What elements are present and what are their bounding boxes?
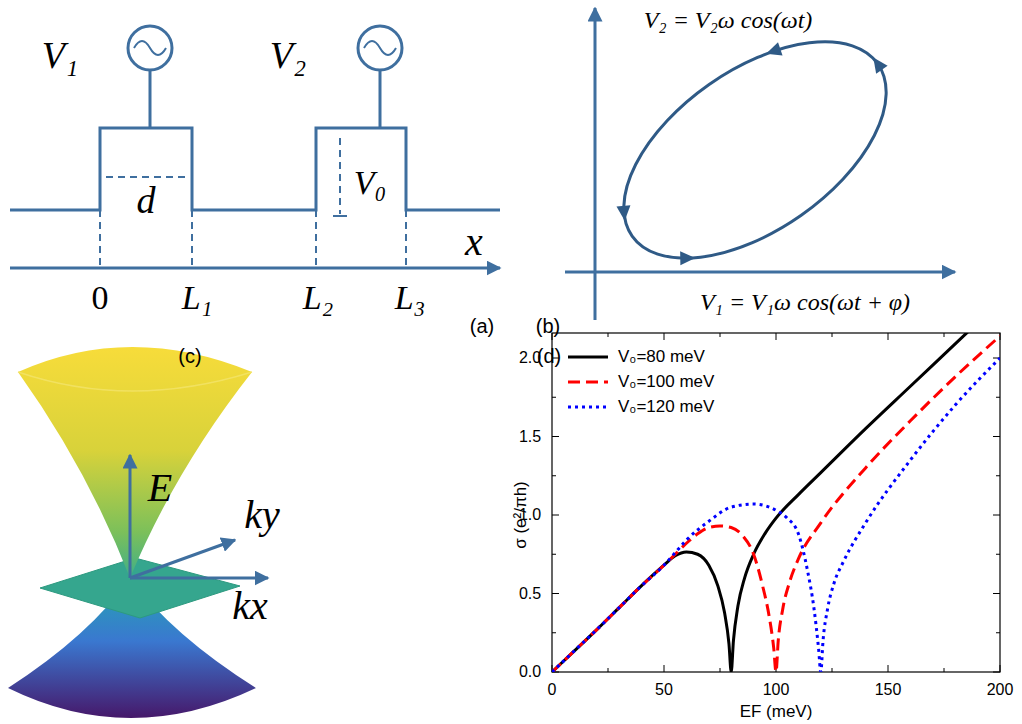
dirac-cone bbox=[8, 347, 268, 718]
voltage-plane bbox=[565, 0, 955, 320]
legend-entry: V₀=120 meV bbox=[566, 397, 714, 417]
tick-mark bbox=[552, 436, 559, 437]
conductance-curve bbox=[552, 333, 1000, 672]
voltage-name: V₂ bbox=[270, 36, 306, 74]
tick-label: 1.0 bbox=[519, 507, 541, 523]
legend-sample bbox=[566, 347, 610, 367]
direction-arrow bbox=[680, 251, 695, 265]
tick-mark bbox=[552, 593, 559, 594]
tick-label: 0 bbox=[548, 682, 557, 698]
axis-label: x bbox=[465, 222, 483, 262]
tick-mark bbox=[996, 475, 1000, 476]
tick-mark bbox=[720, 668, 721, 672]
tick-mark bbox=[996, 632, 1000, 633]
dimension-label: d bbox=[137, 181, 156, 219]
axis-label: V₂ = V₂ω cos(ωt) bbox=[644, 8, 813, 32]
barrier-profile bbox=[10, 26, 500, 268]
tick-mark bbox=[552, 554, 556, 555]
tick-mark bbox=[608, 668, 609, 672]
panel-label: (c) bbox=[178, 346, 201, 366]
panel-label: (b) bbox=[536, 316, 560, 336]
tick-mark bbox=[888, 665, 889, 672]
position-label: L₃ bbox=[395, 281, 426, 315]
tick-mark bbox=[552, 397, 556, 398]
tick-mark bbox=[552, 475, 556, 476]
tick-mark bbox=[608, 333, 609, 337]
conductance-chart bbox=[552, 301, 1000, 672]
tick-mark bbox=[552, 632, 556, 633]
tick-mark bbox=[996, 397, 1000, 398]
tick-label: 0.0 bbox=[519, 664, 541, 680]
tick-mark bbox=[1000, 665, 1001, 672]
position-label: 0 bbox=[92, 281, 109, 315]
tick-mark bbox=[993, 436, 1000, 437]
position-label: L₂ bbox=[303, 281, 334, 315]
tick-label: 150 bbox=[875, 682, 902, 698]
tick-label: 1.5 bbox=[519, 429, 541, 445]
axis-label: E bbox=[148, 468, 172, 508]
tick-mark bbox=[993, 672, 1000, 673]
potential-label: V₀ bbox=[354, 166, 387, 200]
legend-entry: V₀=80 meV bbox=[566, 347, 705, 367]
tick-mark bbox=[776, 333, 777, 340]
legend-text: V₀=80 meV bbox=[618, 347, 705, 367]
tick-label: 50 bbox=[655, 682, 673, 698]
tick-label: 0.5 bbox=[519, 586, 541, 602]
direction-arrow bbox=[868, 53, 888, 73]
tick-mark bbox=[944, 333, 945, 337]
tick-mark bbox=[832, 668, 833, 672]
voltage-name: V₁ bbox=[42, 36, 78, 74]
legend-entry: V₀=100 meV bbox=[566, 372, 714, 392]
legend-sample bbox=[566, 397, 610, 417]
position-label: L₁ bbox=[182, 281, 213, 315]
legend-sample bbox=[566, 372, 610, 392]
tick-mark bbox=[832, 333, 833, 337]
tick-mark bbox=[944, 668, 945, 672]
axis-label: kx bbox=[232, 586, 268, 626]
direction-arrow bbox=[764, 42, 783, 60]
tick-mark bbox=[552, 515, 559, 516]
direction-arrow bbox=[616, 205, 631, 221]
legend-text: V₀=120 meV bbox=[618, 397, 714, 417]
tick-mark bbox=[720, 333, 721, 337]
plot-frame bbox=[552, 333, 1000, 672]
tick-mark bbox=[888, 333, 889, 340]
conductance-curve bbox=[552, 358, 1000, 672]
tick-mark bbox=[996, 554, 1000, 555]
tick-label: 100 bbox=[763, 682, 790, 698]
tick-mark bbox=[993, 515, 1000, 516]
axis-title: EF (meV) bbox=[740, 703, 813, 720]
tick-label: 2.0 bbox=[519, 350, 541, 366]
conductance-curve bbox=[552, 336, 1000, 672]
axis-label: V₁ = V₁ω cos(ωt + φ) bbox=[700, 290, 910, 314]
panel-label: (a) bbox=[470, 316, 494, 336]
tick-mark bbox=[664, 333, 665, 340]
axis-label: ky bbox=[244, 495, 280, 535]
tick-mark bbox=[664, 665, 665, 672]
tick-label: 200 bbox=[987, 682, 1014, 698]
legend-text: V₀=100 meV bbox=[618, 372, 714, 392]
tick-mark bbox=[993, 593, 1000, 594]
